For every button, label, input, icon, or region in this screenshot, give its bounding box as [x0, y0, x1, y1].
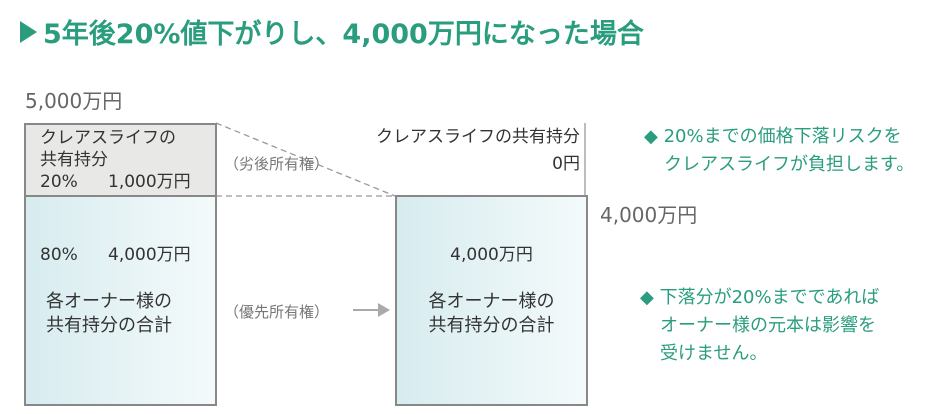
subordinate-label: （劣後所有権） — [224, 155, 330, 173]
priority-label: （優先所有権） — [224, 303, 330, 321]
priority-arrow-head — [378, 303, 390, 317]
right-clear-share-line2: 0円 — [552, 154, 580, 174]
note-1-line2: クレアスライフが負担します。 — [664, 154, 915, 175]
right-clear-share-line1: クレアスライフの共有持分 — [376, 127, 580, 147]
right-owners-box — [395, 195, 588, 406]
right-owners-line2: 共有持分の合計 — [428, 315, 555, 336]
left-clear-share-percent: 20% — [40, 172, 78, 192]
note-2-line1: ◆ 下落分が20%までであれば — [640, 287, 880, 308]
note-2: ◆ 下落分が20%までであれば オーナー様の元本は影響を 受けません。 — [640, 284, 879, 368]
note-2-line3: 受けません。 — [660, 343, 768, 364]
left-owners-line1: 各オーナー様の — [46, 291, 172, 312]
right-owners-amount: 4,000万円 — [450, 245, 533, 265]
page-title: 5年後20%値下がりし、4,000万円になった場合 — [20, 12, 644, 51]
note-2-line2: オーナー様の元本は影響を — [660, 315, 876, 336]
left-clear-share-line2: 共有持分 — [40, 150, 108, 170]
note-1-line1: ◆ 20%までの価格下落リスクを — [644, 126, 902, 147]
axis-right-label: 4,000万円 — [600, 203, 698, 227]
left-owners-percent: 80% — [40, 245, 78, 265]
dashed-line-top — [215, 122, 396, 197]
axis-top-label: 5,000万円 — [25, 89, 123, 113]
left-clear-share-amount: 1,000万円 — [108, 172, 191, 192]
left-owners-box — [24, 195, 217, 406]
title-text: 5年後20%値下がりし、4,000万円になった場合 — [43, 19, 644, 50]
left-owners-amount: 4,000万円 — [108, 245, 191, 265]
left-owners-line2: 共有持分の合計 — [46, 315, 172, 336]
left-clear-share-line1: クレアスライフの — [40, 128, 176, 148]
right-owners-line1: 各オーナー様の — [428, 291, 555, 312]
note-1: ◆ 20%までの価格下落リスクを クレアスライフが負担します。 — [644, 123, 914, 179]
triangle-bullet-icon — [20, 20, 37, 43]
